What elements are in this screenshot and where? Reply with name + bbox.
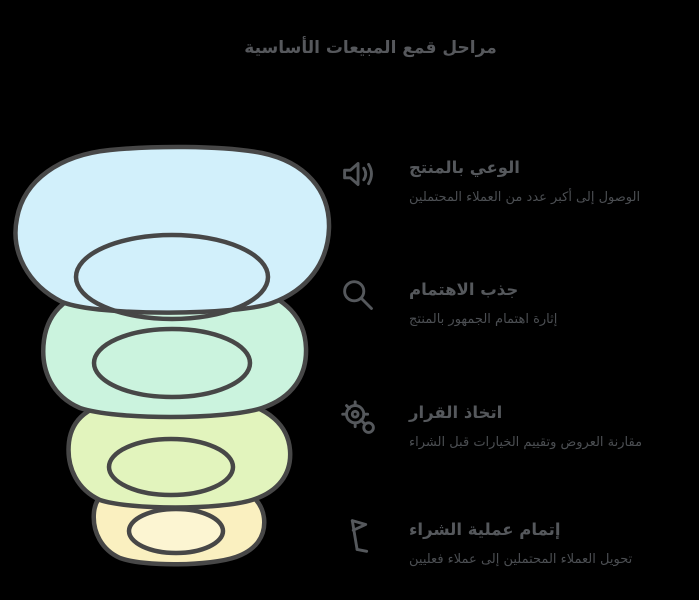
stage-row-awareness: الوعي بالمنتج الوصول إلى أكبر عدد من الع… <box>333 146 699 205</box>
stage-heading: الوعي بالمنتج <box>409 158 520 177</box>
gear-icon <box>333 391 385 447</box>
stage-text-interest: جذب الاهتمام إثارة اهتمام الجمهور بالمنت… <box>409 268 699 327</box>
stage-text-action: إتمام عملية الشراء تحويل العملاء المحتمل… <box>409 508 699 567</box>
stage-text-awareness: الوعي بالمنتج الوصول إلى أكبر عدد من الع… <box>409 146 699 205</box>
stage-row-decision: اتخاذ القرار مقارنة العروض وتقييم الخيار… <box>333 391 699 450</box>
magnifier-icon <box>333 268 385 324</box>
megaphone-icon <box>333 146 385 202</box>
funnel-chart <box>13 144 332 567</box>
stage-description: تحويل العملاء المحتملين إلى عملاء فعليين <box>409 552 633 567</box>
funnel-levels <box>13 144 332 567</box>
stage-heading: إتمام عملية الشراء <box>409 520 561 539</box>
funnel-level-awareness <box>13 144 332 315</box>
stage-heading: جذب الاهتمام <box>409 280 519 299</box>
stage-row-interest: جذب الاهتمام إثارة اهتمام الجمهور بالمنت… <box>333 268 699 327</box>
funnel-ellipse-awareness <box>73 232 271 322</box>
funnel-ellipse-interest <box>91 326 253 400</box>
stage-heading: اتخاذ القرار <box>409 403 503 422</box>
stage-text-decision: اتخاذ القرار مقارنة العروض وتقييم الخيار… <box>409 391 699 450</box>
stage-description: إثارة اهتمام الجمهور بالمنتج <box>409 312 558 327</box>
stage-description: مقارنة العروض وتقييم الخيارات قبل الشراء <box>409 435 643 450</box>
funnel-ellipse-action <box>126 506 226 556</box>
funnel-ellipse-decision <box>106 436 236 498</box>
flag-icon <box>333 508 385 564</box>
stage-row-action: إتمام عملية الشراء تحويل العملاء المحتمل… <box>333 508 699 567</box>
diagram-title: مراحل قمع المبيعات الأساسية <box>244 38 497 58</box>
stage-description: الوصول إلى أكبر عدد من العملاء المحتملين <box>409 190 641 205</box>
